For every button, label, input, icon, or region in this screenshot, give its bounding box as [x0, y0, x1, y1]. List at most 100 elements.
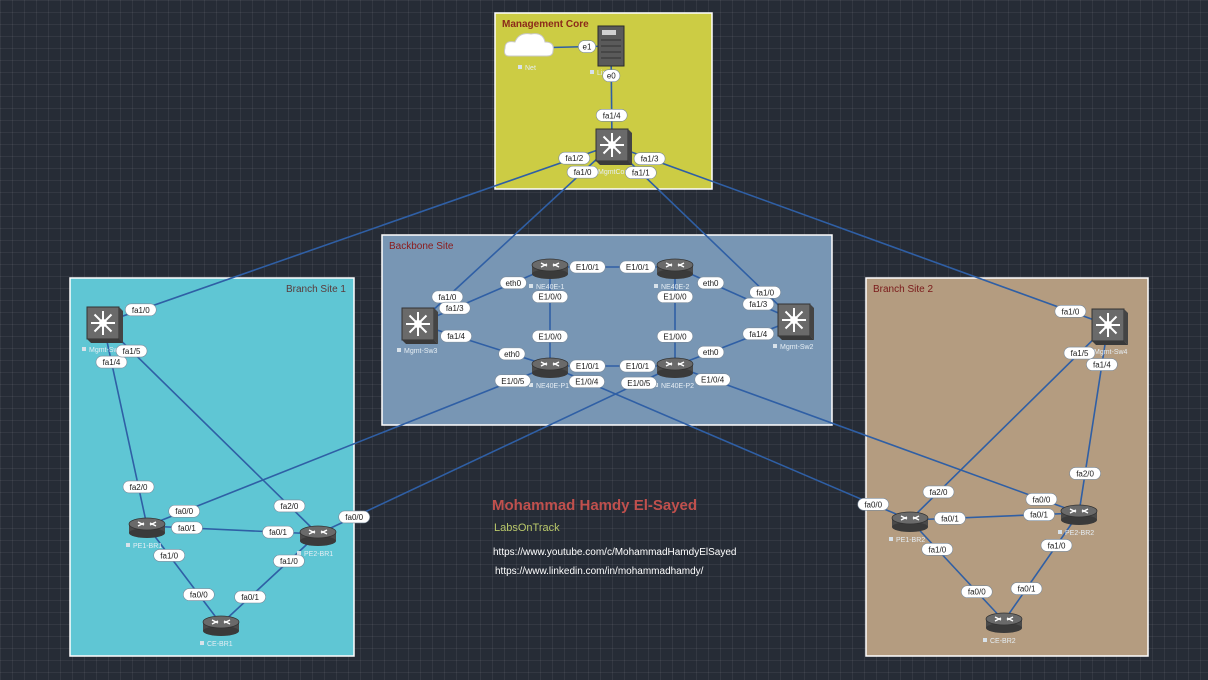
svg-text:e1: e1 — [583, 43, 592, 52]
interface-label: fa0/1 — [234, 590, 266, 604]
zone-title-mgmt: Management Core — [502, 19, 589, 30]
svg-text:E1/0/5: E1/0/5 — [627, 379, 651, 388]
device-label: Net — [518, 65, 536, 72]
device-label: PE1-BR2 — [889, 537, 925, 544]
interface-label: fa0/0 — [183, 588, 215, 601]
interface-label: fa1/3 — [742, 297, 775, 311]
svg-text:E1/0/4: E1/0/4 — [575, 378, 599, 387]
router-icon[interactable] — [891, 511, 929, 532]
interface-label: fa0/0 — [168, 504, 200, 518]
link-pe2br2-cebr2 — [1003, 512, 1080, 622]
router-icon[interactable] — [1060, 504, 1098, 525]
interface-label: fa1/0 — [273, 554, 305, 568]
link-pe1br1-cebr1 — [146, 525, 222, 625]
interface-label: fa2/0 — [273, 499, 306, 513]
multilayer-switch-icon[interactable] — [401, 307, 438, 344]
router-icon[interactable] — [531, 357, 569, 378]
server-icon[interactable] — [597, 25, 625, 67]
svg-text:fa2/0: fa2/0 — [281, 502, 299, 511]
interface-label: E1/0/4 — [694, 373, 731, 386]
interface-label: E1/0/1 — [569, 359, 606, 373]
multilayer-switch-icon[interactable] — [595, 128, 632, 165]
svg-text:E1/0/0: E1/0/0 — [663, 332, 687, 341]
router-icon[interactable] — [656, 357, 694, 378]
multilayer-switch-icon[interactable] — [1091, 308, 1128, 345]
svg-text:Mgmt-Sw4: Mgmt-Sw4 — [1094, 349, 1128, 356]
interface-label: fa0/1 — [262, 525, 294, 539]
interface-label: e1 — [578, 40, 596, 53]
svg-text:E1/0/1: E1/0/1 — [576, 362, 600, 371]
cloud-icon[interactable] — [504, 33, 554, 57]
svg-text:fa1/5: fa1/5 — [123, 347, 141, 356]
interface-label: eth0 — [697, 276, 725, 290]
svg-text:E1/0/1: E1/0/1 — [576, 263, 600, 272]
interface-label: eth0 — [697, 345, 725, 359]
svg-text:fa1/3: fa1/3 — [446, 304, 464, 313]
interface-label: fa2/0 — [122, 480, 155, 494]
interface-label: fa0/1 — [1010, 582, 1043, 595]
svg-text:fa0/1: fa0/1 — [178, 524, 196, 533]
interface-label: E1/0/1 — [619, 359, 656, 373]
link-mgmtcore-mgmtsw4 — [611, 144, 1109, 326]
svg-text:E1/0/4: E1/0/4 — [701, 376, 725, 385]
svg-text:fa1/0: fa1/0 — [1048, 541, 1066, 550]
router-icon[interactable] — [299, 525, 337, 546]
router-icon[interactable] — [985, 612, 1023, 633]
interface-label: fa1/0 — [1040, 539, 1073, 552]
device-label: Mgmt-Sw3 — [397, 348, 438, 355]
interface-label: fa1/0 — [1054, 305, 1087, 318]
interface-label: fa1/0 — [153, 549, 185, 562]
link-nep2-pe2br1 — [317, 365, 676, 535]
device-label: CE-BR2 — [983, 638, 1016, 645]
svg-text:eth0: eth0 — [703, 279, 719, 288]
interface-label: eth0 — [499, 276, 527, 290]
multilayer-switch-icon[interactable] — [777, 303, 814, 340]
interface-label: fa1/3 — [438, 301, 471, 315]
interface-label: E1/0/0 — [656, 329, 694, 343]
device-label: Mgmt-Sw1 — [82, 347, 123, 354]
svg-text:fa1/0: fa1/0 — [928, 545, 946, 554]
svg-text:fa0/1: fa0/1 — [241, 593, 259, 602]
interface-label: fa0/0 — [857, 497, 890, 511]
svg-text:fa0/0: fa0/0 — [1033, 495, 1051, 504]
device-label: NE40E-P1 — [529, 383, 569, 390]
device-label: NE40E-2 — [654, 284, 690, 291]
svg-text:eth0: eth0 — [703, 348, 719, 357]
interface-label: E1/0/1 — [569, 260, 606, 274]
svg-text:E1/0/5: E1/0/5 — [501, 377, 525, 386]
router-icon[interactable] — [202, 615, 240, 636]
svg-text:fa1/4: fa1/4 — [103, 358, 121, 367]
interface-label: fa1/0 — [431, 290, 464, 304]
router-icon[interactable] — [531, 258, 569, 279]
svg-text:fa1/1: fa1/1 — [632, 169, 650, 178]
link-nep1-pe1br2 — [549, 365, 911, 521]
author-name: Mohammad Hamdy El-Sayed — [492, 497, 698, 514]
interface-label: fa1/0 — [749, 285, 781, 299]
svg-text:PE1-BR2: PE1-BR2 — [896, 537, 925, 544]
interface-label: fa1/4 — [440, 329, 472, 343]
link-mgmtsw3-ne1 — [417, 266, 551, 325]
svg-text:fa1/2: fa1/2 — [565, 154, 583, 163]
device-label: NE40E-P2 — [654, 383, 694, 390]
link-mgmtsw2-nep2 — [674, 319, 795, 367]
interface-label: E1/0/5 — [620, 376, 657, 390]
svg-text:PE2-BR2: PE2-BR2 — [1065, 530, 1094, 537]
router-icon[interactable] — [128, 517, 166, 538]
interface-label: E1/0/4 — [568, 375, 605, 389]
interface-label: fa1/4 — [95, 355, 128, 369]
linkedin-link[interactable]: https://www.linkedin.com/in/mohammadhamd… — [495, 566, 704, 577]
svg-text:E1/0/0: E1/0/0 — [663, 293, 687, 302]
svg-text:fa1/0: fa1/0 — [132, 306, 150, 315]
device-label: Mgmt-Sw2 — [773, 344, 814, 351]
interface-label: E1/0/0 — [531, 329, 569, 343]
device-label: PE2-BR2 — [1058, 530, 1094, 537]
interface-label: fa1/0 — [566, 165, 599, 179]
multilayer-switch-icon[interactable] — [86, 306, 123, 343]
router-icon[interactable] — [656, 258, 694, 279]
svg-text:CE-BR1: CE-BR1 — [207, 641, 233, 648]
link-nep1-pe1br1 — [146, 365, 551, 527]
interface-label: fa0/0 — [960, 585, 993, 599]
svg-text:fa0/0: fa0/0 — [864, 500, 882, 509]
svg-text:fa0/0: fa0/0 — [968, 588, 986, 597]
youtube-link[interactable]: https://www.youtube.com/c/MohammadHamdyE… — [493, 547, 737, 558]
